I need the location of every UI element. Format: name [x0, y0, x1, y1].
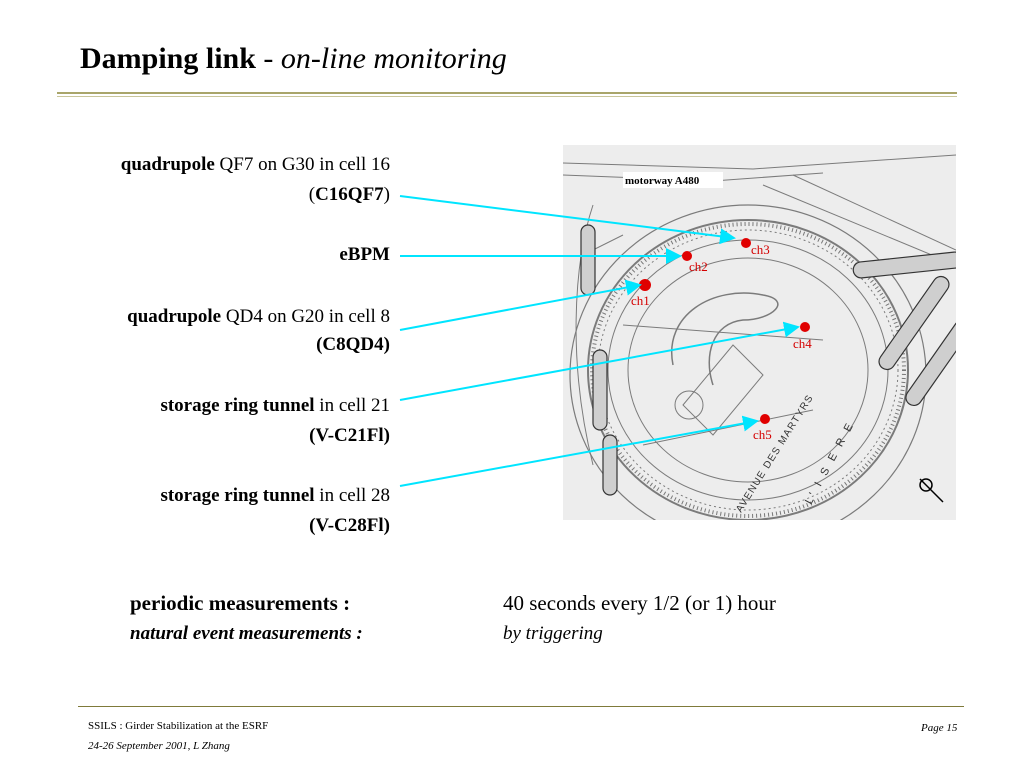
ch2-label: ch2 — [689, 259, 708, 274]
footer-line1: SSILS : Girder Stabilization at the ESRF — [88, 720, 268, 732]
title-separator: - — [263, 42, 274, 75]
sensor-5-location: in cell 28 — [319, 485, 390, 506]
ch4-label: ch4 — [793, 336, 812, 351]
sensor-2-type: eBPM — [339, 244, 390, 265]
header-rule-thin — [57, 96, 957, 97]
site-map: AVENUE DES MARTYRS L' I S E R E motorway… — [563, 145, 956, 520]
sensor-4-type: storage ring tunnel — [160, 395, 315, 416]
ch4-marker — [800, 322, 810, 332]
sensor-4-code: (V-C21Fl) — [309, 425, 390, 446]
arrow-s1-ch3 — [399, 195, 736, 245]
ch1-label: ch1 — [631, 293, 650, 308]
sensor-5-code: (V-C28Fl) — [309, 515, 390, 536]
sensor-5-type: storage ring tunnel — [160, 485, 315, 506]
natural-value: by triggering — [503, 623, 603, 644]
page-title: Damping link - on-line monitoring — [80, 42, 507, 76]
footer-prefix: SSILS — [88, 720, 117, 732]
sensor-1-code: C16QF7 — [315, 184, 384, 205]
sensor-5-line2: (V-C28Fl) — [309, 515, 390, 537]
sensor-4-line2: (V-C21Fl) — [309, 425, 390, 447]
sensor-3-location: QD4 on G20 in cell 8 — [225, 306, 390, 327]
sensor-3-line1: quadrupole QD4 on G20 in cell 8 — [127, 306, 390, 328]
north-arrow-icon — [919, 478, 944, 503]
sensor-1-type: quadrupole — [120, 154, 215, 175]
sensor-5-line1: storage ring tunnel in cell 28 — [160, 485, 390, 507]
sensor-1-location: QF7 on G30 in cell 16 — [219, 154, 390, 175]
periodic-value: 40 seconds every 1/2 (or 1) hour — [503, 591, 776, 615]
sensor-4-location: in cell 21 — [319, 395, 390, 416]
sensor-1-line2: (C16QF7) — [309, 184, 390, 206]
sensor-4-line1: storage ring tunnel in cell 21 — [160, 395, 390, 417]
footer-rule — [78, 706, 964, 707]
paren-close: ) — [383, 184, 390, 205]
page-number: Page 15 — [921, 722, 958, 734]
site-map-drawing: AVENUE DES MARTYRS L' I S E R E motorway… — [563, 154, 956, 520]
ch3-marker — [741, 238, 751, 248]
motorway-label: motorway A480 — [625, 175, 700, 187]
ch1-marker — [639, 279, 651, 291]
sensor-3-line2: (C8QD4) — [316, 334, 390, 356]
sensor-3-type: quadrupole — [127, 306, 222, 327]
ch2-marker — [682, 251, 692, 261]
sensor-1-line1: quadrupole QF7 on G30 in cell 16 — [121, 154, 390, 176]
arrow-s4-ch4 — [399, 321, 800, 401]
sensor-3-code: (C8QD4) — [316, 334, 390, 355]
periodic-label: periodic measurements : — [130, 591, 351, 615]
sensor-2-line1: eBPM — [339, 244, 390, 266]
header-rule — [57, 92, 957, 94]
paren-open: ( — [308, 184, 316, 205]
footer-line2: 24-26 September 2001, L Zhang — [88, 740, 230, 752]
arrow-s5-ch5 — [399, 415, 759, 487]
ch5-marker — [760, 414, 770, 424]
arrow-s3-ch1 — [399, 279, 642, 331]
title-bold: Damping link — [80, 42, 256, 75]
ch3-label: ch3 — [751, 242, 770, 257]
title-italic: on-line monitoring — [280, 42, 507, 75]
motorway-label-bg — [623, 172, 723, 188]
footer-topic: : Girder Stabilization at the ESRF — [116, 720, 269, 732]
natural-label: natural event measurements : — [130, 623, 363, 644]
